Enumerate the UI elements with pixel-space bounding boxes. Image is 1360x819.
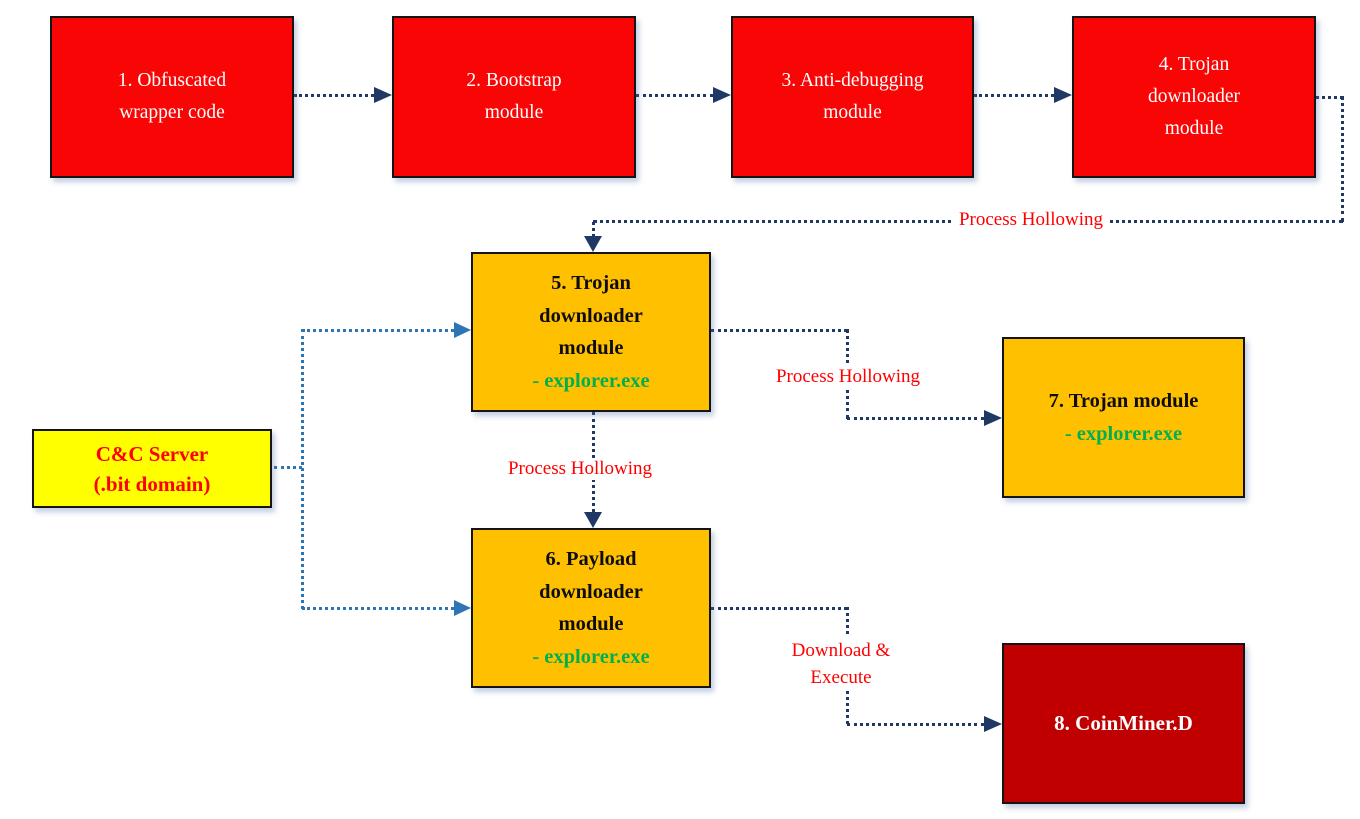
node-text-line: downloader	[539, 580, 643, 603]
node-text-line: module	[484, 102, 544, 123]
node-process-name: - explorer.exe	[1064, 422, 1183, 445]
edge-cc-trunk-line	[301, 329, 304, 609]
node-text-line: 2. Bootstrap	[466, 70, 562, 91]
edge-label-download-execute-line2: Execute	[810, 667, 872, 688]
edge-1-2-arrowhead-icon	[374, 87, 392, 103]
node-text-line: 4. Trojan	[1158, 54, 1230, 75]
edge-4-5-segment-drop	[592, 222, 595, 237]
node-text-line: (.bit domain)	[93, 471, 211, 496]
node-text-line: wrapper code	[119, 102, 225, 123]
edge-5-7-segment-out	[711, 329, 847, 332]
node-text-line: 1. Obfuscated	[117, 70, 227, 91]
node-coinminer: 8. CoinMiner.D	[1002, 643, 1245, 804]
edge-label-process-hollowing-mid: Process Hollowing	[502, 458, 658, 480]
edge-cc-stem-line	[274, 466, 302, 469]
node-anti-debugging-module: 3. Anti-debugging module	[731, 16, 974, 178]
node-trojan-downloader-module-5: 5. Trojan downloader module - explorer.e…	[471, 252, 711, 412]
edge-6-8-segment-out	[711, 607, 847, 610]
node-process-name: - explorer.exe	[532, 645, 650, 668]
node-text-line: 8. CoinMiner.D	[1054, 711, 1193, 735]
edge-3-4-line	[974, 94, 1054, 97]
edge-cc-5-arrowhead-icon	[454, 322, 471, 338]
edge-4-5-segment-out	[1316, 96, 1343, 99]
edge-3-4-arrowhead-icon	[1054, 87, 1072, 103]
node-text-line: module	[558, 613, 624, 635]
node-text-line: 5. Trojan	[551, 272, 631, 294]
edge-cc-6-arrowhead-icon	[454, 600, 471, 616]
node-text-line: module	[1164, 118, 1224, 139]
edge-cc-5-line	[302, 329, 454, 332]
edge-cc-6-line	[302, 607, 454, 610]
edge-6-8-segment-in	[847, 723, 984, 726]
node-text-line: module	[823, 102, 882, 123]
node-text-line: 6. Payload	[545, 548, 637, 570]
node-trojan-module-7: 7. Trojan module - explorer.exe	[1002, 337, 1245, 498]
node-text-line: 3. Anti-debugging	[781, 70, 924, 91]
node-obfuscated-wrapper-code: 1. Obfuscated wrapper code	[50, 16, 294, 178]
edge-5-6-arrowhead-icon	[584, 512, 602, 528]
edge-5-7-arrowhead-icon	[984, 410, 1002, 426]
node-process-name: - explorer.exe	[532, 369, 650, 392]
edge-2-3-line	[636, 94, 713, 97]
node-text-line: downloader	[1147, 86, 1241, 107]
node-text-line: 7. Trojan module	[1048, 390, 1199, 412]
edge-label-process-hollowing-right: Process Hollowing	[770, 366, 926, 388]
node-text-line: module	[558, 337, 624, 359]
node-cc-server: C&C Server (.bit domain)	[32, 429, 272, 508]
edge-1-2-line	[294, 94, 374, 97]
node-trojan-downloader-module-4: 4. Trojan downloader module	[1072, 16, 1316, 178]
node-text-line: downloader	[539, 304, 643, 327]
node-text-line: C&C Server	[95, 441, 209, 466]
edge-4-5-segment-down	[1341, 96, 1344, 222]
edge-6-8-arrowhead-icon	[984, 716, 1002, 732]
node-payload-downloader-module-6: 6. Payload downloader module - explorer.…	[471, 528, 711, 688]
edge-label-download-execute: Download & Execute	[786, 637, 896, 691]
edge-2-3-arrowhead-icon	[713, 87, 731, 103]
edge-label-download-execute-line1: Download &	[791, 640, 891, 661]
node-bootstrap-module: 2. Bootstrap module	[392, 16, 636, 178]
edge-4-5-arrowhead-icon	[584, 236, 602, 252]
edge-5-7-segment-in	[847, 417, 984, 420]
edge-label-process-hollowing-top: Process Hollowing	[953, 209, 1109, 231]
